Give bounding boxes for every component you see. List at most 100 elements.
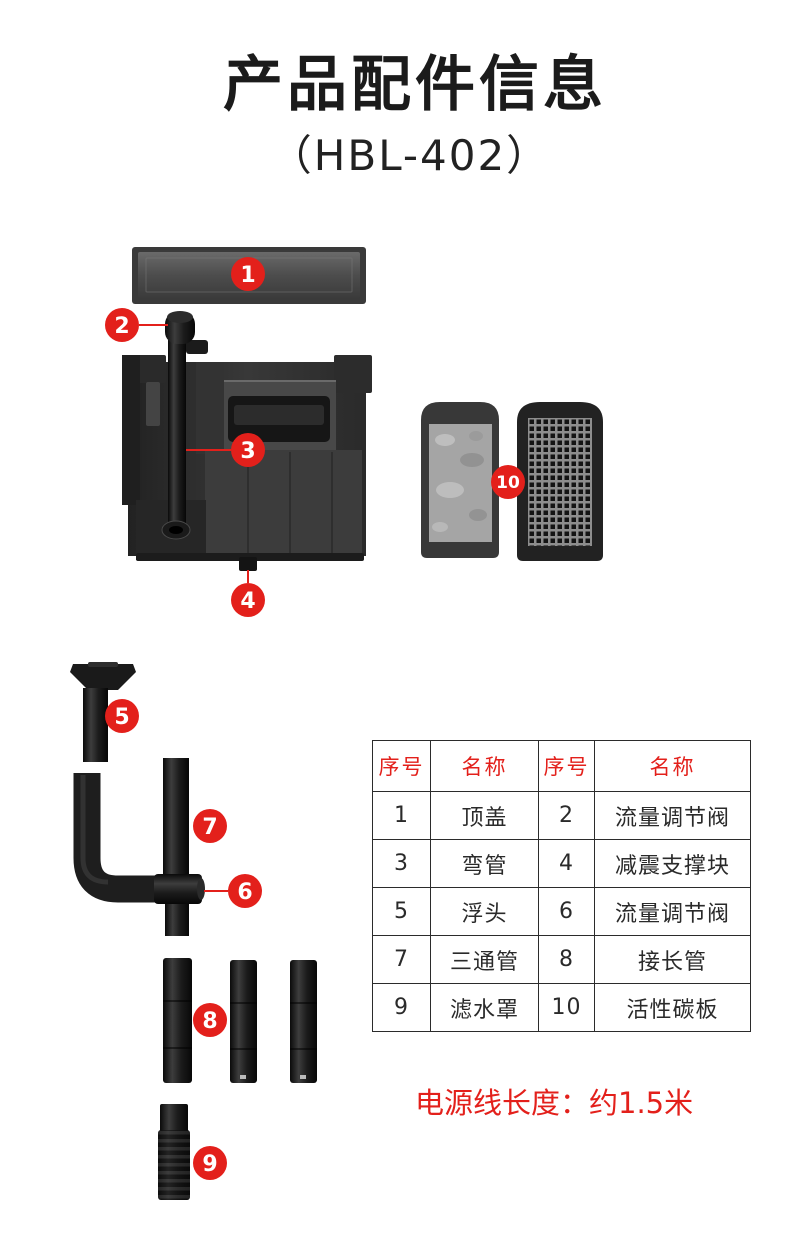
flow-valve-part [165,311,208,354]
sponge-texture [432,522,448,532]
callout-badge [193,1146,227,1180]
callout-badge [231,433,265,467]
table-row: 9 滤水罩 10 活性碳板 [372,983,751,1032]
callout-6: 6 [204,874,262,908]
table-cell-name: 弯管 [430,839,539,888]
lower-chamber [205,450,362,556]
float-head-part [70,662,136,762]
callout-number: 10 [496,473,520,493]
callout-4: 4 [231,570,265,617]
callout-badge [105,308,139,342]
callout-2: 2 [105,308,168,342]
table-cell-number: 4 [538,839,595,888]
callout-number: 9 [202,1152,217,1177]
callout-number: 3 [240,439,255,464]
valve-knob-top [167,311,193,323]
callout-badge [193,1003,227,1037]
table-header-cell: 名称 [430,740,539,792]
extension-pipe-part [163,958,317,1083]
extension-pipe [163,958,192,1083]
sponge-texture [436,482,464,498]
table-cell-name: 接长管 [594,935,751,984]
elbow-pipe-outlet-hole [169,526,183,534]
grid-board-mesh [528,418,592,546]
sponge-texture [460,453,484,467]
callout-badge [491,465,525,499]
pipe-mark [240,1075,246,1079]
filter-guard-neck [160,1104,188,1132]
pipe-band [290,1048,317,1050]
float-head-cap [70,664,136,690]
table-cell-name: 活性碳板 [594,983,751,1032]
power-cord-length-note: 电源线长度：约1.5米 [415,1086,694,1120]
callout-number: 5 [114,705,129,730]
table-cell-number: 1 [372,791,431,840]
table-cell-name: 三通管 [430,935,539,984]
three-way-pipe-part [73,758,189,936]
flow-valve-junction-part [154,874,205,904]
right-hang-hook [334,355,372,393]
table-cell-number: 3 [372,839,431,888]
table-cell-name: 顶盖 [430,791,539,840]
table-cell-number: 9 [372,983,431,1032]
table-row: 7 三通管 8 接长管 [372,935,751,984]
table-cell-name: 流量调节阀 [594,791,751,840]
callout-number: 2 [114,314,129,339]
callout-7: 7 [193,809,227,843]
valve-connector [186,340,208,354]
table-cell-name: 浮头 [430,887,539,936]
page-title: 产品配件信息 [223,50,607,120]
callout-5: 5 [105,699,139,733]
callout-3: 3 [186,433,265,467]
callout-badge [228,874,262,908]
table-header-cell: 序号 [538,740,595,792]
callout-badge [231,583,265,617]
pipe-band [290,1002,317,1004]
callout-number: 1 [240,263,255,288]
callout-number: 4 [240,589,255,614]
elbow-pipe-part [161,340,191,540]
callout-badge [193,809,227,843]
pipe-band [230,1002,257,1004]
sponge-texture [469,431,483,441]
table-cell-number: 7 [372,935,431,984]
pipe-band [163,1000,192,1002]
callout-number: 8 [202,1009,217,1034]
float-head-cap-top [88,662,118,667]
callout-badge [105,699,139,733]
table-cell-number: 8 [538,935,595,984]
junction-body [154,874,202,904]
pipe-band [230,1048,257,1050]
filter-guard-part [158,1104,190,1200]
table-row: 1 顶盖 2 流量调节阀 [372,791,751,840]
table-cell-number: 6 [538,887,595,936]
callout-number: 6 [237,880,252,905]
table-cell-number: 5 [372,887,431,936]
sponge-texture [435,434,455,446]
sponge-texture [469,509,487,521]
extension-pipe [230,960,257,1083]
valve-post [196,362,224,454]
table-header-cell: 序号 [372,740,431,792]
extension-pipe [290,960,317,1083]
table-row: 5 浮头 6 流量调节阀 [372,887,751,936]
pipe-band [163,1047,192,1049]
table-cell-number: 10 [538,983,595,1032]
filter-guard-shade [158,1130,190,1200]
callout-badge [231,257,265,291]
three-way-upright [163,758,189,878]
pipe-mark [300,1075,306,1079]
callout-10: 10 [491,465,525,499]
table-cell-number: 2 [538,791,595,840]
intake-bar [234,405,324,425]
callout-1: 1 [231,257,265,291]
grid-filter-board [517,402,603,561]
table-cell-name: 减震支撑块 [594,839,751,888]
model-number: （HBL-402） [269,131,551,180]
table-cell-name: 滤水罩 [430,983,539,1032]
table-header-cell: 名称 [594,740,751,792]
three-way-elbow-highlight [80,775,109,885]
left-clip-tab [146,382,160,426]
elbow-pipe-shaft [168,340,186,528]
